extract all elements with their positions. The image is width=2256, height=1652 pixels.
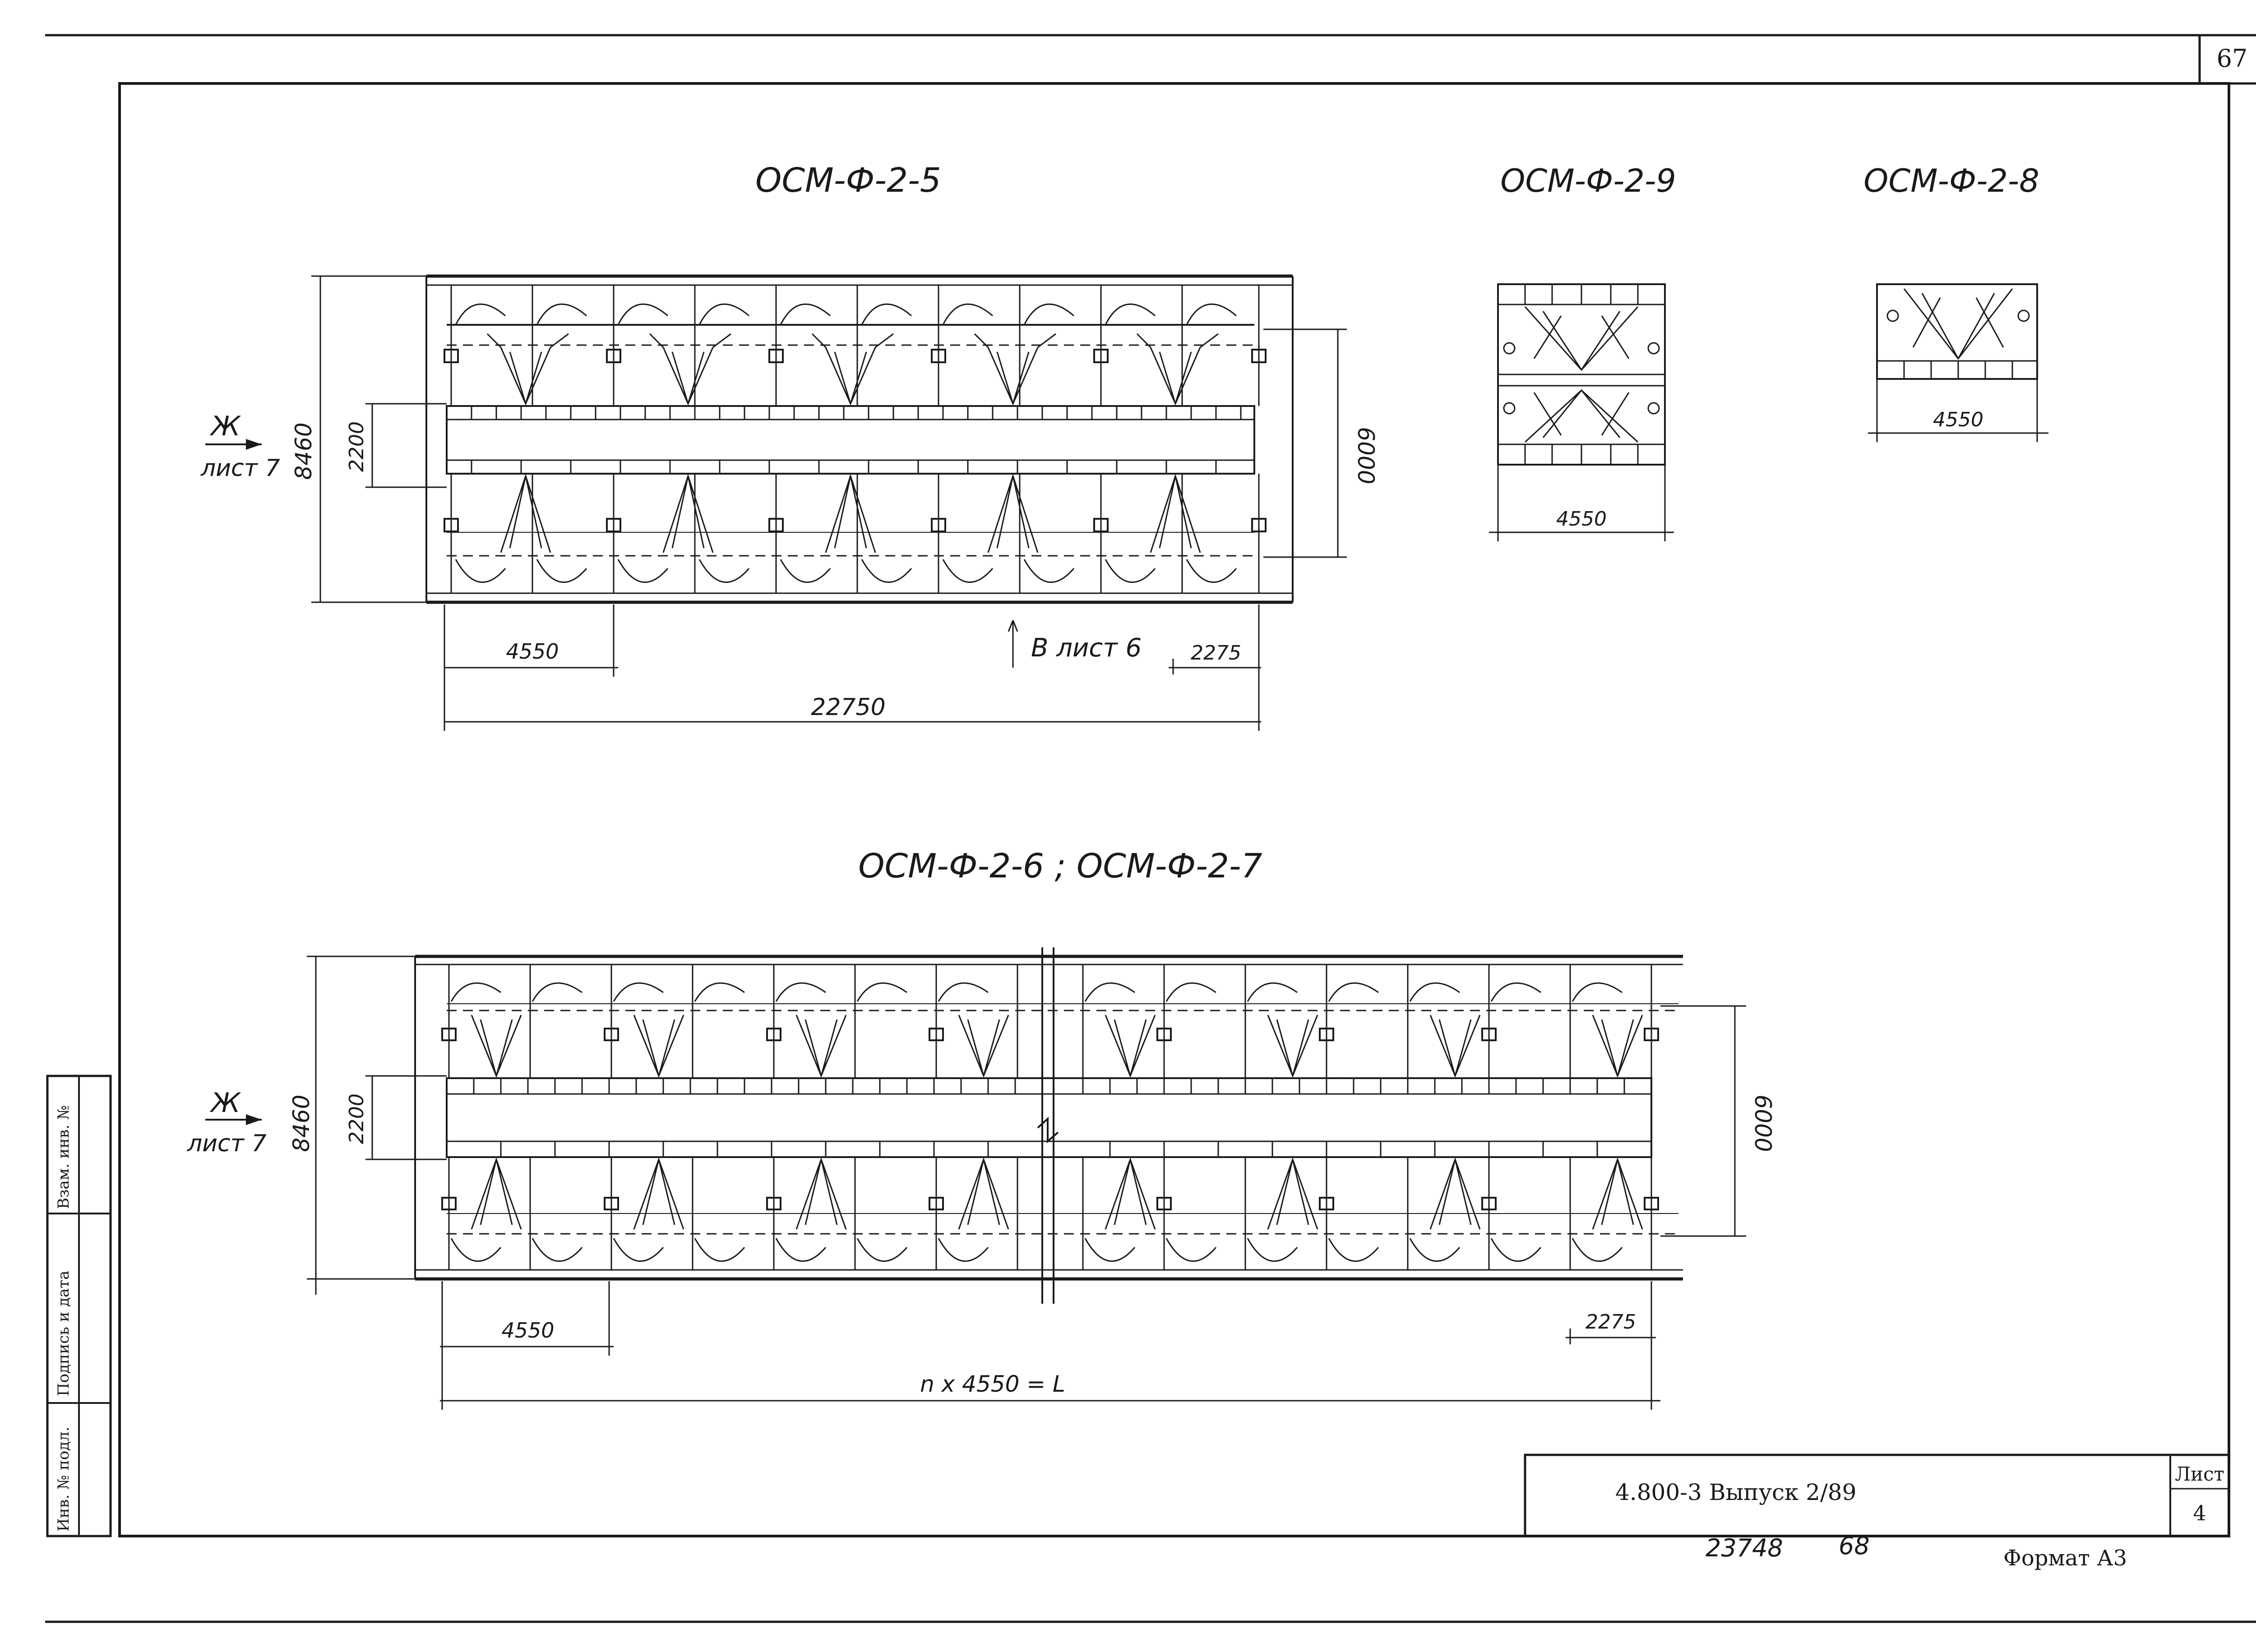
plan-a-dim-2275: 2275 (1191, 641, 1241, 664)
sheet-frame (45, 34, 2256, 1623)
plan-a-title: ОСМ-Ф-2-5 (755, 161, 941, 200)
plan-d-stall-dividers (448, 964, 1652, 1270)
sheet-label: Лист (2175, 1463, 2224, 1485)
plan-b-brick-lines (1524, 284, 1639, 465)
stamp-inv-original: Инв. № подл. (55, 1426, 73, 1532)
stamp-replacement-inv: Взам. инв. № (55, 1105, 73, 1209)
plan-a-units-top (455, 303, 1237, 406)
plan-c-brick-lines (1903, 361, 2013, 379)
plan-a-feeders (444, 349, 1267, 532)
plan-b-title: ОСМ-Ф-2-9 (1500, 162, 1676, 199)
plan-a-dim-22750: 22750 (811, 694, 885, 721)
plan-osm-f-2-6-7: ОСМ-Ф-2-6 ; ОСМ-Ф-2-7 (187, 847, 1776, 1410)
sheet-number-box: 67 (2198, 34, 2256, 85)
plan-a-section-ref: лист 7 (200, 455, 280, 482)
plan-a-units-bottom (455, 474, 1237, 583)
document-code: 4.800-3 Выпуск 2/89 (1615, 1479, 1856, 1505)
plan-c-dim-4550: 4550 (1933, 408, 1983, 431)
plan-a-dimensions (311, 275, 1347, 731)
plan-a-section-arrow (246, 439, 262, 450)
plan-a-section-letter: Ж (209, 411, 241, 442)
plan-b-dim-4550: 4550 (1556, 508, 1607, 531)
plan-d-units-bottom (450, 1157, 1643, 1262)
plan-d-feeders (441, 1028, 1659, 1210)
plan-a-stall-dividers (450, 285, 1260, 593)
plan-d-section-arrow (246, 1114, 262, 1125)
plan-a-brick-band-bottom (447, 459, 1254, 474)
plan-a-dim-4550: 4550 (506, 639, 559, 664)
plan-d-section-letter: Ж (209, 1087, 241, 1119)
plan-d-dim-6000: 6000 (1750, 1094, 1776, 1152)
plan-a-dim-8460: 8460 (291, 422, 317, 480)
plan-a-dim-2200: 2200 (345, 421, 368, 472)
stamp-signature-date: Подпись и дата (55, 1271, 73, 1397)
side-stamp: Инв. № подл. Подпись и дата Взам. инв. № (46, 1075, 112, 1537)
plan-d-dim-2275: 2275 (1586, 1311, 1636, 1334)
plan-a-brick-band-top (447, 406, 1254, 420)
plan-d-title: ОСМ-Ф-2-6 ; ОСМ-Ф-2-7 (858, 847, 1262, 886)
plan-c-title: ОСМ-Ф-2-8 (1863, 162, 2039, 199)
plan-a-dim-6000: 6000 (1353, 427, 1379, 484)
plan-c-unit (1886, 288, 2030, 360)
plan-osm-f-2-9: ОСМ-Ф-2-9 4550 (1489, 162, 1676, 541)
plan-d-dim-2200: 2200 (345, 1094, 368, 1144)
plan-d-dimensions (307, 955, 1746, 1410)
plan-d-brick-lines (473, 1078, 1625, 1157)
plan-d-dim-4550: 4550 (501, 1318, 554, 1343)
plan-d-section-ref: лист 7 (187, 1130, 267, 1157)
paper-format: Формат А3 (2003, 1546, 2127, 1571)
page-index: 68 (1839, 1532, 1870, 1560)
plan-b-units (1503, 306, 1660, 443)
plan-d-dim-8460: 8460 (288, 1094, 314, 1152)
title-block: 4.800-3 Выпуск 2/89 Лист 4 23748 68 Форм… (1524, 1454, 2230, 1571)
plan-a-view-ref: В лист 6 (1031, 633, 1142, 663)
sheet-number: 4 (2193, 1501, 2206, 1525)
plan-d-dim-length: n x 4550 = L (920, 1371, 1065, 1397)
reg-number: 23748 (1706, 1534, 1783, 1562)
plan-d-units-top (450, 982, 1643, 1078)
sheet-number-top: 67 (2217, 44, 2248, 73)
plan-osm-f-2-8: ОСМ-Ф-2-8 4550 (1863, 162, 2048, 442)
plan-osm-f-2-5: ОСМ-Ф-2-5 (200, 161, 1379, 731)
